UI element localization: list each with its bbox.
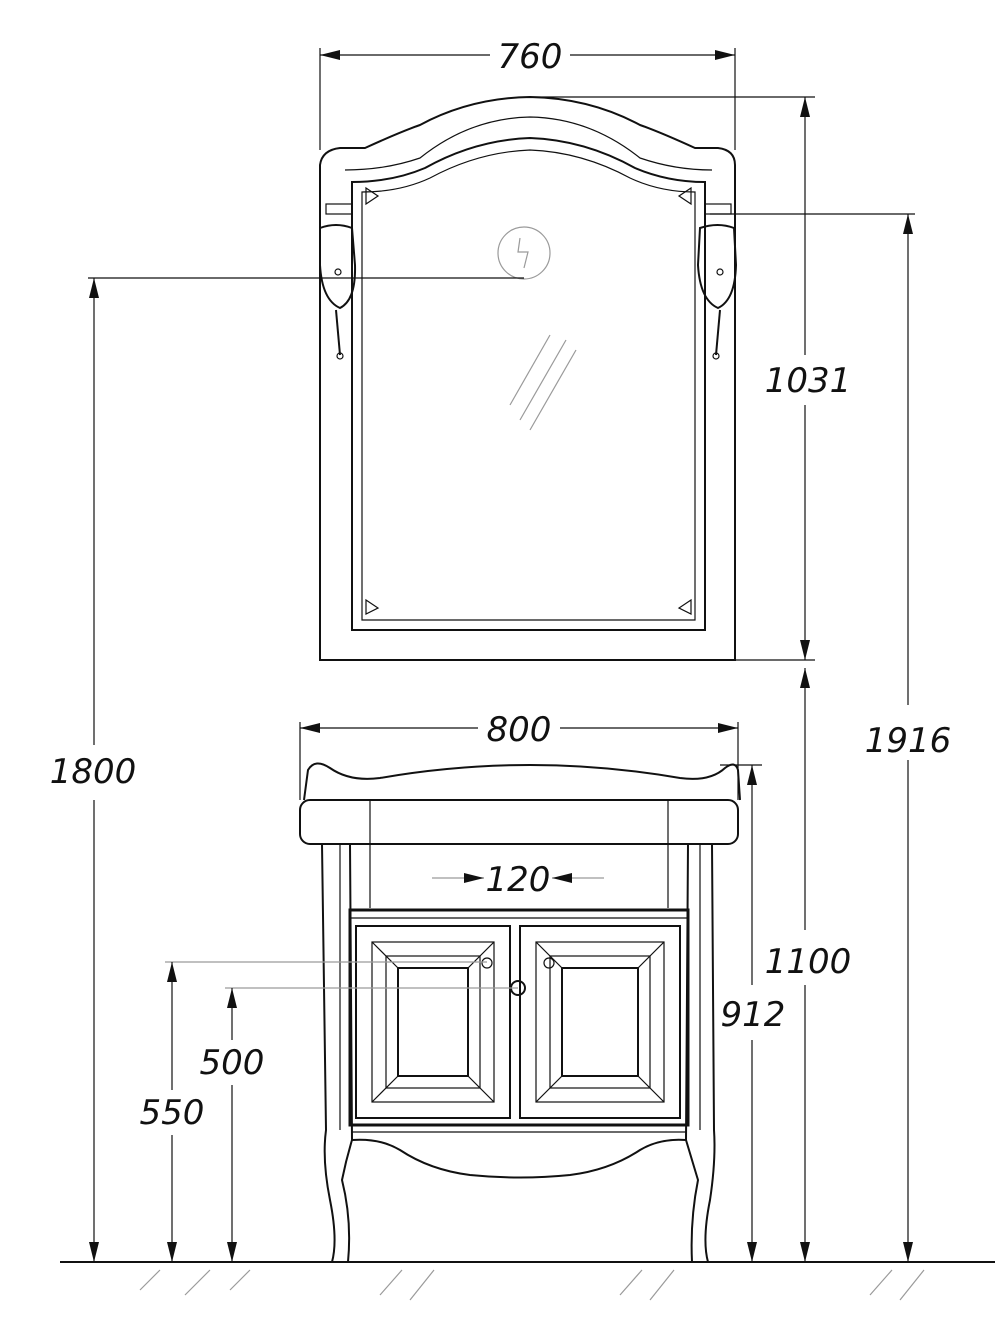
label-floor-to-lamp: 1800 [50, 752, 137, 792]
label-handle-spacing: 120 [486, 860, 551, 900]
label-floor-to-lower-mark: 500 [200, 1043, 265, 1083]
dimension-lines [88, 48, 915, 1262]
vanity [299, 762, 741, 1263]
label-vanity-width: 800 [487, 710, 552, 750]
door-right [519, 925, 681, 1119]
power-outlet-icon [497, 226, 551, 280]
label-vanity-height: 912 [721, 995, 786, 1035]
label-floor-to-upper-mark: 550 [140, 1093, 205, 1133]
glass-reflection-icon [509, 334, 577, 431]
lamp-left [319, 203, 357, 360]
label-mirror-width: 760 [498, 37, 563, 77]
label-mirror-height: 1031 [765, 361, 852, 401]
label-floor-to-mirror-bottom: 1100 [765, 942, 852, 982]
label-floor-to-mirror-top: 1916 [865, 721, 952, 761]
floor-hatch-icon [139, 1269, 925, 1301]
mirror [319, 95, 738, 661]
door-left [355, 925, 511, 1119]
floor [60, 1261, 995, 1301]
lamp-right [696, 203, 738, 360]
